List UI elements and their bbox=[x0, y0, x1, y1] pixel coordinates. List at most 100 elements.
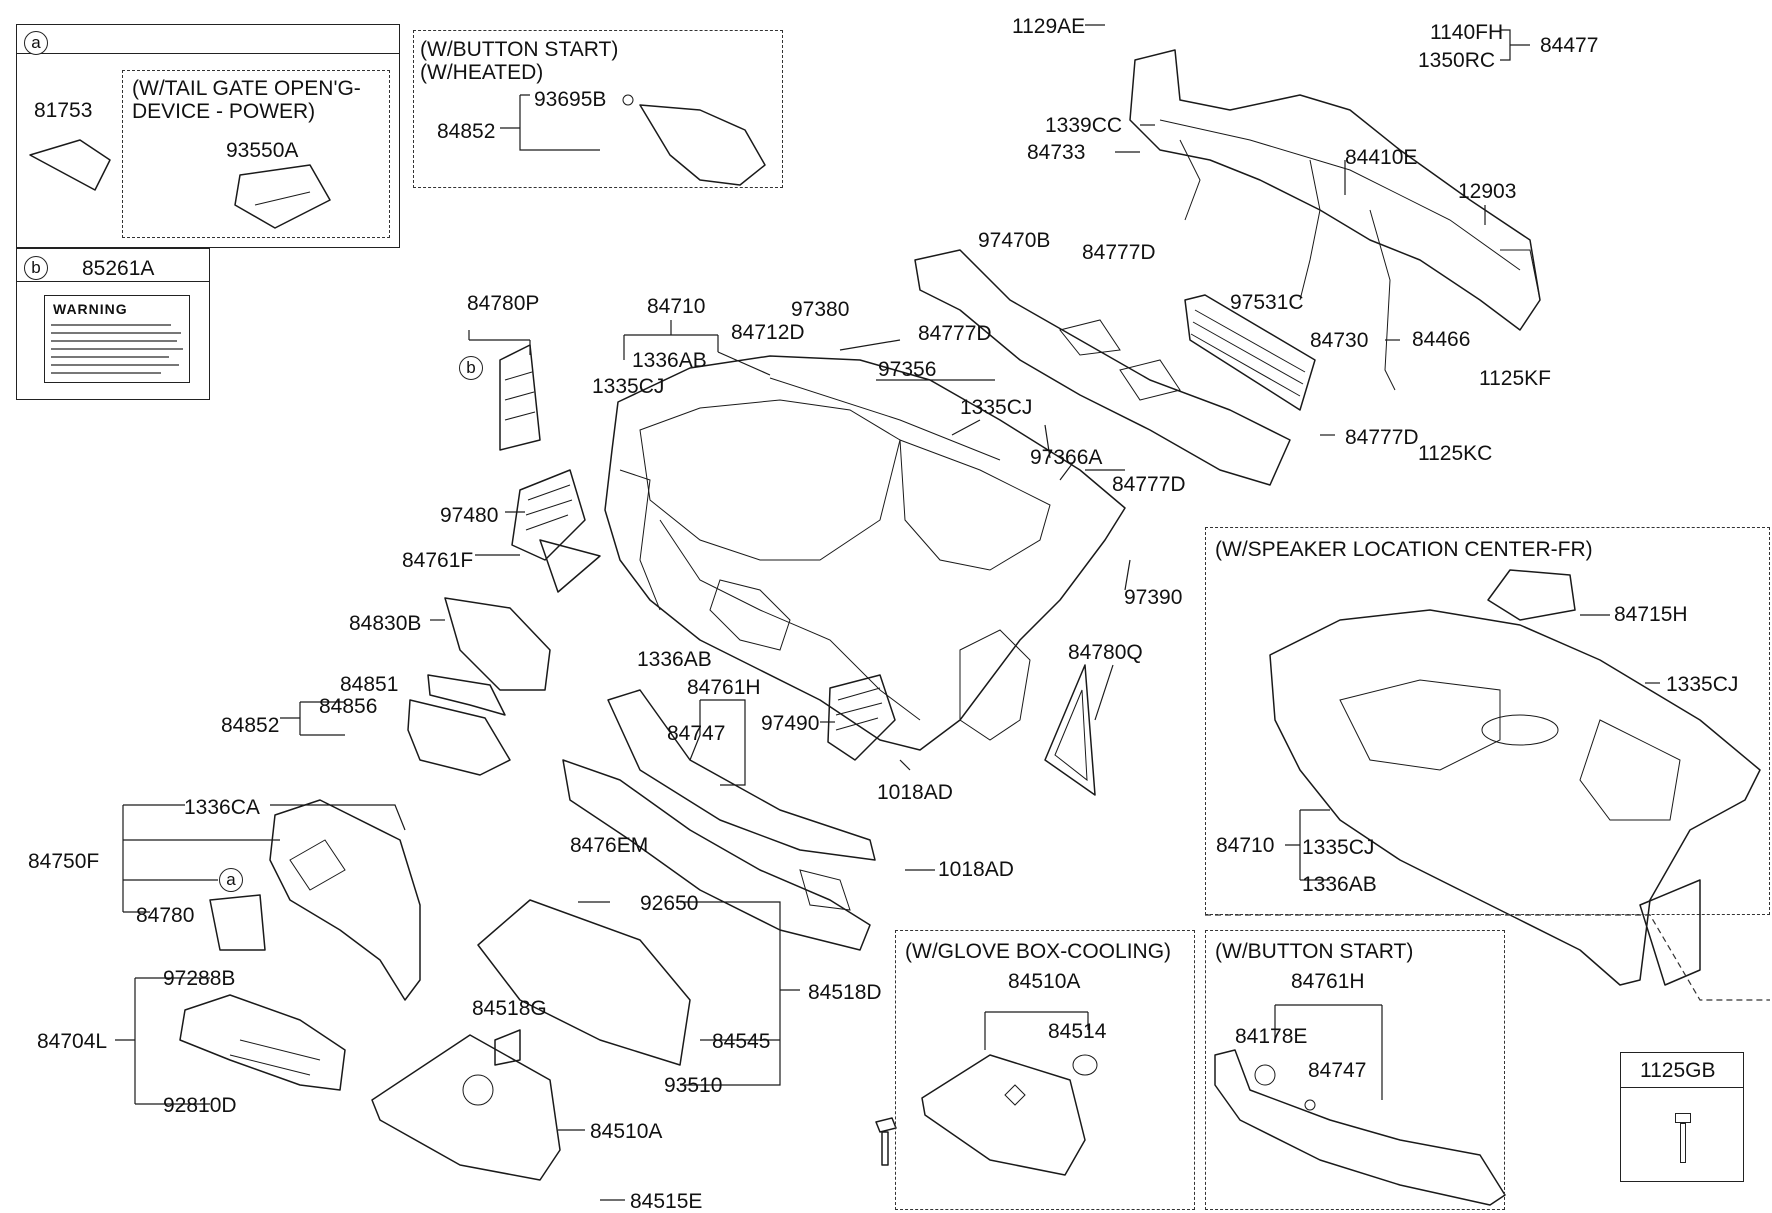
label-84777D-c: 84777D bbox=[918, 322, 992, 345]
label-84545: 84545 bbox=[712, 1030, 771, 1053]
inset-b-circle: b bbox=[24, 256, 48, 280]
label-84750F: 84750F bbox=[28, 850, 100, 873]
inset-parts bbox=[29, 94, 766, 229]
label-84777D-b: 84777D bbox=[1345, 426, 1419, 449]
label-84777D-a: 84777D bbox=[1082, 241, 1156, 264]
label-1125KC: 1125KC bbox=[1418, 442, 1493, 465]
label-1125GB: 1125GB bbox=[1640, 1059, 1716, 1082]
label-84780P: 84780P bbox=[467, 292, 540, 315]
label-84715H: 84715H bbox=[1614, 603, 1688, 626]
label-97470B: 97470B bbox=[978, 229, 1051, 252]
cluster-fascia-parts bbox=[407, 597, 551, 776]
label-12903: 12903 bbox=[1458, 180, 1517, 203]
button-start-trim-part bbox=[1214, 1049, 1506, 1206]
bolt-1125GB bbox=[875, 1117, 897, 1166]
label-97356: 97356 bbox=[878, 358, 937, 381]
label-1018AD: 1018AD bbox=[877, 781, 953, 804]
note-button-start: (W/BUTTON START) bbox=[1215, 940, 1414, 963]
label-1140FH: 1140FH bbox=[1430, 21, 1504, 44]
warning-text-line bbox=[51, 324, 171, 326]
warning-text-line bbox=[51, 348, 183, 350]
bolt-shank bbox=[1680, 1123, 1686, 1163]
label-84510A-cooling: 84510A bbox=[1008, 970, 1081, 993]
warning-text-line bbox=[51, 356, 169, 358]
note-speaker-location: (W/SPEAKER LOCATION CENTER-FR) bbox=[1215, 538, 1593, 561]
label-81753: 81753 bbox=[34, 99, 93, 122]
label-84852: 84852 bbox=[221, 714, 280, 737]
speaker-grille-97531C bbox=[1184, 294, 1316, 411]
circle-a: a bbox=[219, 868, 243, 892]
label-1336AB: 1336AB bbox=[632, 349, 707, 372]
warning-text-line bbox=[51, 364, 179, 366]
inset-1125GB bbox=[1620, 1052, 1744, 1182]
label-1336AB-b: 1336AB bbox=[637, 648, 712, 671]
label-1129AE: 1129AE bbox=[1012, 15, 1086, 38]
label-97288B: 97288B bbox=[163, 967, 236, 990]
label-97380: 97380 bbox=[791, 298, 850, 321]
label-84730: 84730 bbox=[1310, 329, 1369, 352]
label-1335CJ: 1335CJ bbox=[592, 375, 665, 398]
note-tail-gate: (W/TAIL GATE OPEN'G- DEVICE - POWER) bbox=[132, 77, 361, 124]
warning-label-graphic: WARNING bbox=[44, 295, 190, 383]
label-1339CC: 1339CC bbox=[1045, 114, 1123, 137]
speaker-inset-tail bbox=[1205, 914, 1770, 1001]
label-93695B: 93695B bbox=[534, 88, 607, 111]
label-8476EM: 8476EM bbox=[570, 834, 649, 857]
label-84747: 84747 bbox=[667, 722, 726, 745]
inset-a-circle: a bbox=[24, 31, 48, 55]
inset-box-b bbox=[16, 248, 210, 400]
label-1336CA: 1336CA bbox=[184, 796, 260, 819]
label-84761F: 84761F bbox=[402, 549, 474, 572]
label-84747-button: 84747 bbox=[1308, 1059, 1367, 1082]
label-93550A: 93550A bbox=[226, 139, 299, 162]
crash-pad-main bbox=[604, 355, 1126, 751]
label-84780: 84780 bbox=[136, 904, 195, 927]
glove-box-cooling-part bbox=[921, 1054, 1098, 1176]
inset-button-start bbox=[1205, 930, 1505, 1210]
label-84780Q: 84780Q bbox=[1068, 641, 1143, 664]
label-84514: 84514 bbox=[1048, 1020, 1107, 1043]
label-84712D: 84712D bbox=[731, 321, 805, 344]
inset-a-header-divider bbox=[17, 53, 399, 54]
label-93510: 93510 bbox=[664, 1074, 723, 1097]
inset-tail-gate-device bbox=[122, 70, 390, 238]
warning-title: WARNING bbox=[53, 301, 128, 317]
inset-box-a bbox=[16, 24, 400, 248]
label-84178E: 84178E bbox=[1235, 1025, 1308, 1048]
label-84510A: 84510A bbox=[590, 1120, 663, 1143]
label-84830B: 84830B bbox=[349, 612, 422, 635]
air-vents bbox=[511, 469, 896, 761]
label-97490: 97490 bbox=[761, 712, 820, 735]
side-trims bbox=[499, 344, 1096, 796]
label-1018AD-b: 1018AD bbox=[938, 858, 1014, 881]
label-97366A: 97366A bbox=[1030, 446, 1103, 469]
note-button-start-heated: (W/BUTTON START) (W/HEATED) bbox=[420, 38, 619, 85]
label-1125KF: 1125KF bbox=[1479, 367, 1551, 390]
label-84733: 84733 bbox=[1027, 141, 1086, 164]
label-84477: 84477 bbox=[1540, 34, 1599, 57]
label-84704L: 84704L bbox=[37, 1030, 108, 1053]
inset-1125GB-divider bbox=[1621, 1087, 1743, 1088]
inset-button-start-heated bbox=[413, 30, 783, 188]
label-85261A: 85261A bbox=[82, 257, 155, 280]
label-97390: 97390 bbox=[1124, 586, 1183, 609]
circle-b: b bbox=[459, 356, 483, 380]
label-1335CJ-b: 1335CJ bbox=[960, 396, 1033, 419]
label-97480: 97480 bbox=[440, 504, 499, 527]
cowl-cross-bar bbox=[1129, 49, 1541, 391]
inset-b-header-divider bbox=[17, 281, 209, 282]
label-1335CJ-speaker-b: 1335CJ bbox=[1302, 836, 1375, 859]
warning-text-line bbox=[51, 340, 177, 342]
label-84518G: 84518G bbox=[472, 997, 547, 1020]
leader-lines bbox=[115, 24, 1660, 1201]
warning-text-line bbox=[51, 332, 181, 334]
bolt-icon bbox=[1675, 1113, 1691, 1123]
label-84410E: 84410E bbox=[1345, 146, 1418, 169]
label-1335CJ-speaker: 1335CJ bbox=[1666, 673, 1739, 696]
crash-pad-speaker-variant bbox=[1269, 569, 1761, 986]
label-84761H-button: 84761H bbox=[1291, 970, 1365, 993]
label-84518D: 84518D bbox=[808, 981, 882, 1004]
label-84852-top: 84852 bbox=[437, 120, 496, 143]
